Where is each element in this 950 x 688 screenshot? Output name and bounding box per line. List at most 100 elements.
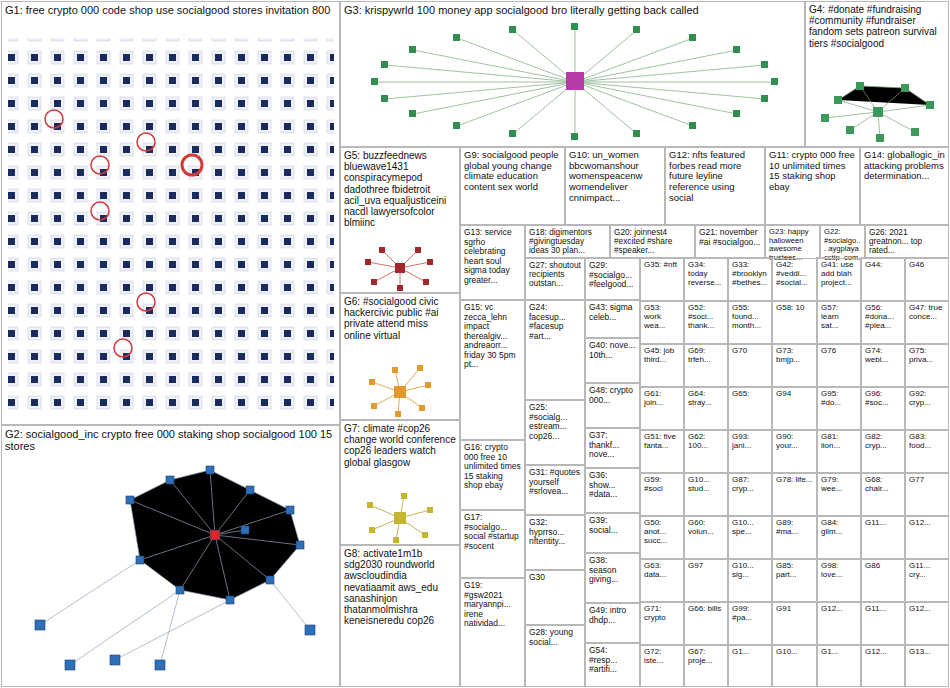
group-box: G75: priva...	[905, 344, 949, 387]
group-label: G20: joinnest4 #excited #share #speaker.…	[614, 228, 691, 256]
group-label: G75: priva...	[909, 347, 945, 365]
group-label: G55: found... month...	[732, 304, 768, 331]
group-label: G12...	[821, 605, 857, 614]
group-label: G52: #soci... thank...	[688, 304, 724, 331]
group-label: G54: #resp... #artifi...	[589, 646, 636, 675]
group-label: G12...	[909, 519, 945, 528]
group-label: G13...	[909, 648, 945, 657]
group-label: G97	[688, 562, 724, 571]
group-label: G10: un_women bbcwomanshour womenspeacen…	[569, 150, 661, 203]
group-box: G61: join...	[640, 387, 684, 430]
group-box: G95: #do...	[817, 387, 861, 430]
group-label: G36: show... #data...	[589, 471, 636, 500]
group-box: G47: true conce...	[905, 301, 949, 344]
group-label: G11... cry...	[909, 562, 945, 580]
group-box: G30	[525, 570, 585, 625]
group-box: G98: love...	[817, 559, 861, 602]
group-label: G10... stud...	[688, 476, 724, 494]
group-label: G25: #socialg... estream... cop26...	[529, 403, 581, 441]
group-label: G66: bills	[688, 605, 724, 614]
group-label: G53: work wea...	[644, 304, 680, 331]
group-label: G68: chair...	[865, 476, 901, 494]
group-label: G1: free crypto 000 code shop use social…	[5, 4, 336, 16]
group-label: G38: season giving...	[589, 556, 636, 585]
group-label: G39: social...	[589, 516, 636, 535]
group-label: G56: #dona... #plea...	[865, 304, 901, 331]
group-box: G92: cryp...	[905, 387, 949, 430]
group-box: G79: wee...	[817, 473, 861, 516]
group-label: G37: thankf... nove...	[589, 431, 636, 460]
group-box: G6: #socialgood civic hackercivic public…	[340, 293, 460, 420]
group-label: G50: anot... succ...	[644, 519, 680, 546]
group-box: G8: activate1m1b sdg2030 roundworld awsc…	[340, 545, 460, 687]
group-box: G3: krispywrld 100 money app socialgood …	[340, 1, 805, 147]
group-label: G21: november #ai #socialgoo...	[699, 228, 761, 247]
group-label: G12: nfts featured forbes read more futu…	[669, 150, 761, 203]
group-box: G42: #veddi... #social...	[772, 258, 817, 301]
group-box: G94	[772, 387, 817, 430]
group-box: G57: learn sat...	[817, 301, 861, 344]
group-box: G87: cryp...	[728, 473, 772, 516]
group-box: G1...	[817, 645, 861, 687]
group-box: G9: socialgood people global young chang…	[460, 147, 565, 225]
group-box: G77	[905, 473, 949, 516]
group-box: G81: lion...	[817, 430, 861, 473]
group-box: G26: 2021 greatnon... top rated...	[865, 225, 949, 258]
group-box: G12...	[905, 602, 949, 645]
group-label: G31: #quotes yourself #srlovea...	[529, 468, 581, 497]
group-box: G54: #resp... #artifi...	[585, 643, 640, 687]
group-label: G12...	[909, 605, 945, 614]
group-label: G94	[776, 390, 813, 399]
group-box: G66: bills	[684, 602, 728, 645]
group-label: G57: learn sat...	[821, 304, 857, 331]
cluster-edges	[825, 86, 930, 138]
cluster-vertices	[35, 466, 315, 670]
group-box: G22: #socialgo... aygplaya cctip_com...	[820, 225, 865, 258]
group-box: G28: young social...	[525, 625, 585, 687]
group-label: G58: 10	[776, 304, 813, 313]
group-label: G33: #brooklyn #bethes...	[732, 261, 768, 288]
cluster-vertices	[367, 493, 433, 543]
group-box: G10: un_women bbcwomanshour womenspeacen…	[565, 147, 665, 225]
group-label: G42: #veddi... #social...	[776, 261, 813, 288]
group-box: G43: sigma celeb...	[585, 300, 640, 338]
group-box: G41: use add blah project...	[817, 258, 861, 301]
group-box: G13: service sgrho celebrating heart sou…	[460, 225, 525, 300]
group-label: G73: bmjp...	[776, 347, 813, 365]
highlight-circles	[45, 110, 202, 357]
group-box: G29: #socialgo... #feelgood...	[585, 258, 640, 300]
group-box: G23: happy halloween awesome trustees...	[765, 225, 820, 258]
group-label: G1...	[821, 648, 857, 657]
group-label: G71: crypto	[644, 605, 680, 623]
group-box: G11... cry...	[905, 559, 949, 602]
group-label: G14: globallogic_in attacking problems d…	[864, 150, 945, 182]
group-box: G2: socialgood_inc crypto free 000 staki…	[1, 425, 340, 687]
group-label: G87: cryp...	[732, 476, 768, 494]
group-box: G50: anot... succ...	[640, 516, 684, 559]
group-label: G8: activate1m1b sdg2030 roundworld awsc…	[344, 548, 456, 626]
group-label: G9: socialgood people global young chang…	[464, 150, 561, 193]
group-box: G83: food...	[905, 430, 949, 473]
group-box: G97	[684, 559, 728, 602]
group-label: G95: #do...	[821, 390, 857, 408]
group-box: G93: jani...	[728, 430, 772, 473]
group-label: G62: 100...	[688, 433, 724, 451]
group-label: G26: 2021 greatnon... top rated...	[869, 228, 945, 256]
group-label: G99: #pa...	[732, 605, 768, 623]
group-label: G24: facesup... #facesup #art...	[529, 303, 581, 341]
group-label: G2: socialgood_inc crypto free 000 staki…	[5, 428, 336, 453]
group-box: G40: nove... 10th...	[585, 338, 640, 383]
star-vertices	[365, 247, 433, 291]
group-box: G13...	[905, 645, 949, 687]
cluster-edges	[372, 368, 428, 414]
group-box: G12...	[861, 645, 905, 687]
group-label: G27: shoutout recipients outstan...	[529, 261, 581, 289]
group-box: G18: digimentors #givingtuesday ideas 30…	[525, 225, 610, 258]
group-box: G10... sig...	[728, 559, 772, 602]
group-label: G69: trfeh...	[688, 347, 724, 365]
group-box: G19: #gsw2021 maryannpi... irene nativid…	[460, 578, 525, 687]
group-label: G41: use add blah project...	[821, 261, 857, 288]
star-vertices	[371, 23, 778, 140]
group-label: G76	[821, 347, 857, 356]
